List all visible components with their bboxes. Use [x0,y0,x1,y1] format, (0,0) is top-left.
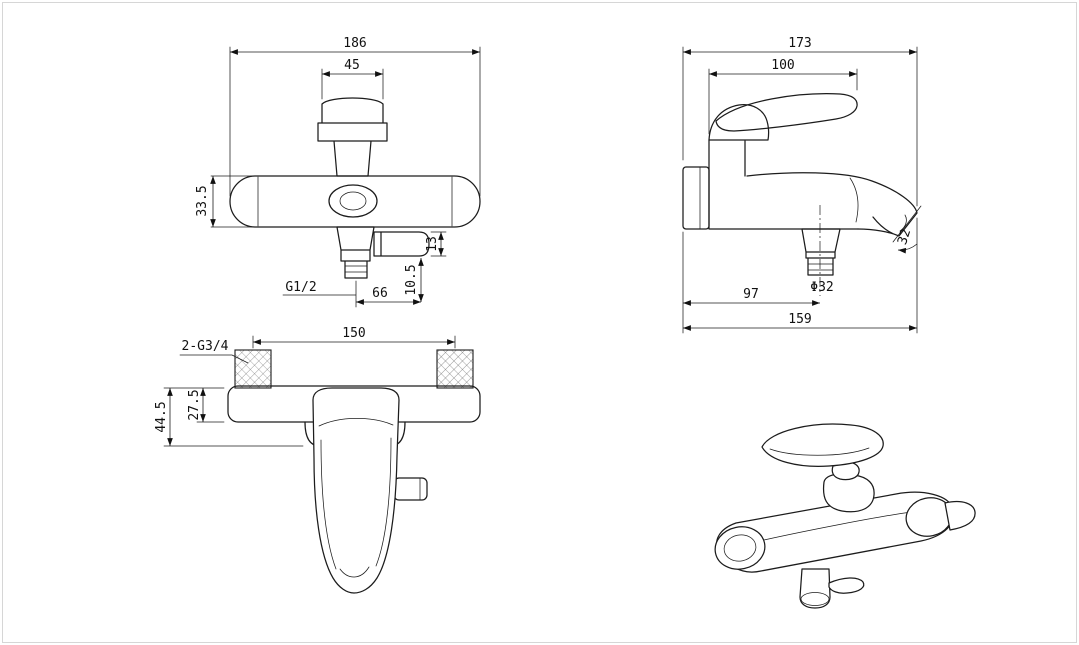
side-dim-handle-reach: 100 [771,58,794,73]
rear-dim-overall-height: 44.5 [154,401,169,432]
front-outlet-threads [344,265,368,273]
rear-view: 150 2-G3/4 44.5 27.5 [154,326,481,594]
iso-left-flange [714,526,766,570]
side-outlet-diameter-label: Φ32 [810,280,833,295]
rear-dim-body-height: 27.5 [187,389,202,420]
side-handle-dome [708,104,770,141]
front-body-outline [229,175,481,228]
side-dim-total-reach: 159 [788,312,811,327]
side-outlet [801,228,841,276]
isometric-view [714,423,976,609]
front-handle-cap [317,97,388,177]
side-dim-outlet-depth: 97 [743,287,759,302]
front-view: 186 45 33.5 13 10.5 66 G1/2 [195,36,481,308]
side-spout-inner-lines [849,177,907,232]
side-outlet-threads [807,263,834,271]
side-view: 173 100 97 159 Φ32 32 [682,36,922,334]
front-dim-body-height: 33.5 [195,185,210,216]
side-spout-outline [746,172,918,237]
front-escutcheon-inner [339,191,367,211]
front-dim-spout-height: 13 [425,236,440,252]
iso-outlet-bottom [800,592,830,606]
front-spout [373,231,430,257]
iso-left-flange-inner [723,534,757,562]
side-dim-overall-depth: 173 [788,36,811,51]
rear-inlet-right [436,349,474,389]
front-escutcheon [328,184,378,218]
iso-handle-blade [761,423,884,467]
front-dim-spout-reach: 66 [372,286,388,301]
front-dim-cap-width: 45 [344,58,360,73]
iso-handle-inner-line [769,447,870,456]
side-extension-lines [682,46,918,334]
iso-diverter-lever [828,577,865,594]
side-angle-arc [897,243,918,254]
front-dim-overall-width: 186 [343,36,366,51]
side-wall-flange [682,166,710,230]
side-angle-extension [892,205,922,243]
rear-handle-inner-lines [318,418,394,578]
side-body-edges [708,139,859,230]
rear-handle [312,387,400,594]
iso-right-wall-stub [944,500,976,531]
rear-inlet-left [234,349,272,389]
side-dim-spout-angle: 32 [895,227,914,247]
iso-outlet [799,568,831,609]
front-dim-spout-drop: 10.5 [404,264,419,295]
front-outlet [336,226,375,279]
iso-body-bar-inner-line [763,511,913,541]
front-body-form-lines [257,176,453,227]
side-handle-lever [715,93,858,132]
rear-spout [393,477,428,501]
iso-handle-neck [831,461,860,481]
front-outlet-thread-label: G1/2 [285,280,316,295]
rear-inlet-thread-label: 2-G3/4 [182,339,229,354]
rear-dim-inlet-spacing: 150 [342,326,365,341]
